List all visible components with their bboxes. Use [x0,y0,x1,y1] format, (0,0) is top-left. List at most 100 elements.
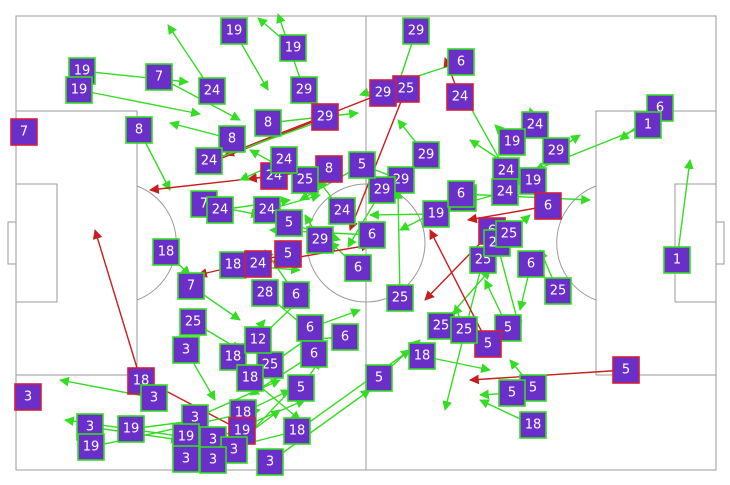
player-marker: 18 [236,364,264,392]
player-marker-box [498,379,526,407]
player-marker-box [498,128,526,156]
player-number: 19 [226,24,243,39]
player-marker: 3 [172,336,200,364]
player-number: 5 [484,337,492,352]
player-number: 25 [550,284,567,299]
player-marker-box [331,323,359,351]
player-marker-box [300,340,328,368]
player-number: 24 [250,257,267,272]
player-number: 19 [178,430,195,445]
player-marker: 25 [427,312,455,340]
player-marker: 18 [408,342,436,370]
player-marker-box [218,125,246,153]
player-marker-box [368,176,396,204]
player-marker-box [447,180,475,208]
player-marker: 24 [270,146,298,174]
player-marker-box [219,251,247,279]
player-marker-box [254,109,282,137]
player-number: 5 [504,321,512,336]
player-marker: 5 [494,314,522,342]
player-marker-box [542,137,570,165]
player-marker: 5 [365,364,393,392]
player-marker-box [279,34,307,62]
pass-arrow-unsuccessful [348,88,407,231]
player-marker: 3 [14,383,42,411]
player-number: 24 [334,204,351,219]
player-marker: 6 [282,281,310,309]
player-marker: 8 [315,155,343,183]
player-marker: 3 [199,446,227,474]
player-number: 3 [24,390,32,405]
player-number: 19 [504,135,521,150]
player-marker: 19 [422,200,450,228]
player-number: 18 [289,424,306,439]
player-number: 29 [393,173,410,188]
player-number: 29 [375,86,392,101]
player-number: 25 [433,319,450,334]
player-marker: 18 [219,251,247,279]
player-marker-box [244,250,272,278]
player-marker: 18 [519,411,547,439]
player-marker-box [344,254,372,282]
player-number: 7 [200,197,208,212]
player-marker: 8 [218,125,246,153]
player-marker-box [358,221,386,249]
player-marker: 29 [306,226,334,254]
player-number: 5 [358,158,366,173]
player-marker: 5 [287,374,315,402]
player-marker: 3 [172,445,200,473]
player-number: 3 [86,420,94,435]
player-marker-box [172,445,200,473]
player-marker-box [77,433,105,461]
player-marker: 6 [358,221,386,249]
player-marker-box [422,200,450,228]
player-number: 5 [508,386,516,401]
player-marker: 19 [65,76,93,104]
player-marker-box [287,374,315,402]
player-marker: 19 [228,417,256,445]
pass-arrow-successful [59,376,155,399]
player-marker: 8 [254,109,282,137]
player-number: 3 [209,453,217,468]
player-number: 18 [225,258,242,273]
player-marker: 19 [498,128,526,156]
player-number: 29 [408,24,425,39]
player-number: 24 [452,90,469,105]
player-marker: 29 [412,141,440,169]
player-marker: 5 [612,356,640,384]
player-number: 3 [191,411,199,426]
player-marker: 25 [179,308,207,336]
player-number: 24 [527,118,544,133]
player-marker: 24 [446,83,474,111]
player-marker: 19 [117,415,145,443]
player-number: 5 [285,216,293,231]
player-marker: 24 [244,250,272,278]
player-marker-box [474,330,502,358]
player-marker-box [282,281,310,309]
player-marker-box [220,17,248,45]
player-number: 18 [414,349,431,364]
player-number: 3 [266,455,274,470]
player-marker-box [244,326,272,354]
pass-arrow-successful [78,89,201,118]
player-marker-box [172,336,200,364]
player-marker: 29 [402,17,430,45]
player-marker: 25 [544,277,572,305]
player-marker: 5 [348,151,376,179]
player-marker-box [412,141,440,169]
player-marker-box [521,111,549,139]
player-marker-box [117,415,145,443]
player-marker: 19 [220,17,248,45]
player-marker-box [270,146,298,174]
player-marker-box [251,279,279,307]
player-number: 12 [250,333,267,348]
player-marker-box [275,209,303,237]
player-number: 3 [150,391,158,406]
pass-arrow-successful [676,159,694,261]
player-marker-box [544,277,572,305]
right-penalty-arc [556,185,597,301]
player-number: 8 [325,162,333,177]
player-marker-box [125,116,153,144]
